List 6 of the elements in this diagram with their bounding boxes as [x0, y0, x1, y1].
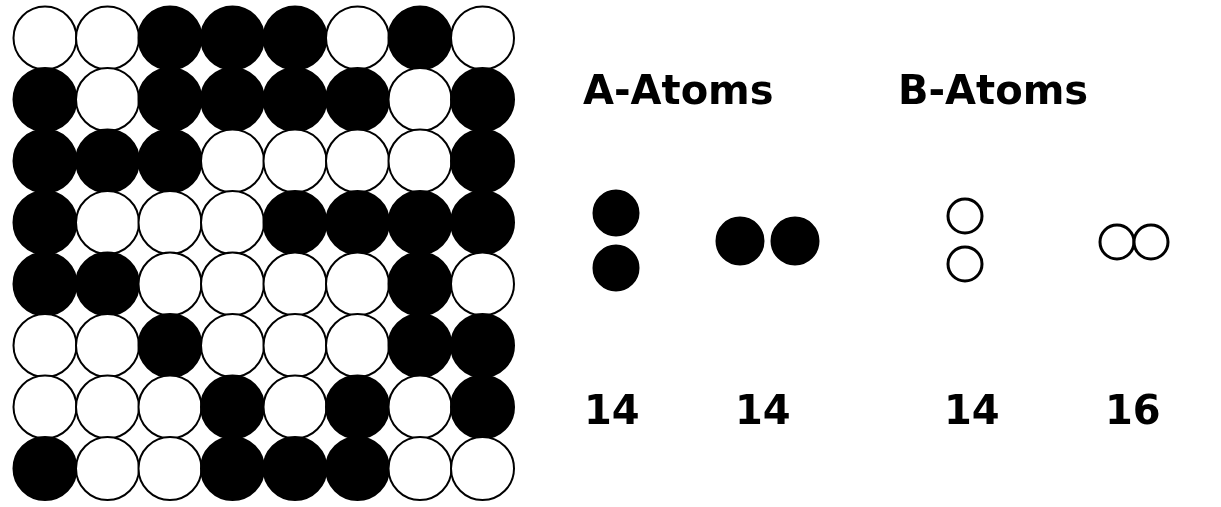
atom-type-heading: A-Atoms	[583, 70, 774, 110]
pair-count: 14	[735, 390, 791, 430]
pair-count: 16	[1105, 390, 1161, 430]
pair-count: 14	[944, 390, 1000, 430]
atom-type-heading: B-Atoms	[898, 70, 1089, 110]
pair-count: 14	[584, 390, 640, 430]
